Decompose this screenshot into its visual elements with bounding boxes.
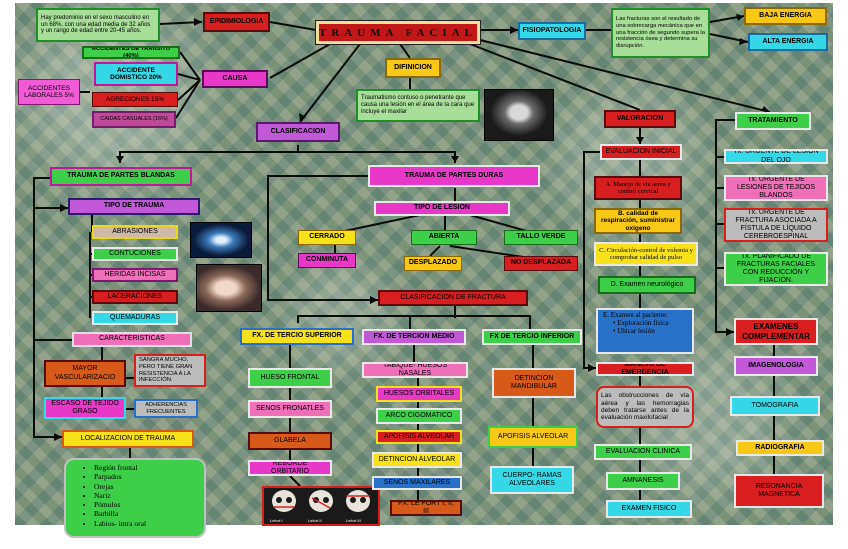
superior-hueso-frontal[interactable]: HUESO FRONTAL [248,368,332,388]
tratamiento-lesion-ojo[interactable]: Tx. URGENTE DE LESIÓN DEL OJO [724,149,828,164]
escaso-tejido-graso-node[interactable]: ESCASO DE TEJIDO GRASO [44,397,126,419]
epidemiologia-description: Hay predominio en el sexo masculino en u… [36,8,160,42]
lesion-cerrado[interactable]: CERRADO [298,230,356,245]
step-a-via-aerea[interactable]: A. Manejo de via aerea y control cervica… [594,176,682,200]
lefort-skulls-figure: Lefort I Lefort II Lefort III [262,486,380,526]
alta-energia-node[interactable]: ALTA ENERGIA [748,33,828,51]
fisiopatologia-description: Las fracturas son el resultado de una so… [611,8,710,58]
zona-pomulos: Pómulos [94,500,204,509]
clinica-anamnesis[interactable]: AMNANESIS [606,472,680,490]
tipo-de-lesion-node[interactable]: TIPO DE LESION [374,201,510,216]
causa-accidentes-laborales[interactable]: ACCIDENTES LABORALES 5% [18,79,80,105]
tipo-contusiones[interactable]: CONTUCIONES [92,247,178,261]
mayor-vascularizacion-node[interactable]: MAYOR VASCULARIZACIO [44,360,126,387]
tipo-abrasiones[interactable]: ABRASIONES [92,225,178,239]
adherencias-node[interactable]: ADHERENCIAS FRECUENTES [134,399,198,418]
clasificacion-node[interactable]: CLASIFICACION [256,122,340,142]
step-e-examen-paciente[interactable]: E. Examen al paciente: • Exploración fís… [596,308,694,354]
examen-radiografia[interactable]: RADIOGRAFIA [736,440,824,456]
definicion-node[interactable]: DIFINICION [385,58,441,78]
zona-orejas: Orejas [94,482,204,491]
superior-senos-frontales[interactable]: SENOS FRONATLES [248,400,332,418]
tipo-heridas-incisas[interactable]: HERIDAS INCISAS [92,268,178,282]
medio-senos-maxilares[interactable]: SENOS MAXILARES [372,476,462,490]
zona-parpados: Parpados [94,472,204,481]
baja-energia-node[interactable]: BAJA ENERGIA [744,7,827,25]
tipo-de-trauma-node[interactable]: TIPO DE TRAUMA [68,198,200,215]
tratamiento-planificado[interactable]: Tx. PLANIFICADO DE FRACTURAS FACIALES CO… [724,252,828,286]
skull-label-lefort-2: Lefort II [308,518,322,523]
manejo-emergencia-node[interactable]: MANEJO DE EMERGENCIA [596,362,694,376]
facial-xray-image [190,222,252,258]
tratamiento-tejidos-blandos[interactable]: Tx. URGENTE DE LESIONES DE TEJIDOS BLAND… [724,175,828,201]
step-d-neurologico[interactable]: D. Examen neurológico [598,276,696,294]
examenes-complementarios-node[interactable]: EXAMENES COMPLEMENTAR [734,318,818,345]
zona-labios: Labios- intra oral [94,519,204,528]
inferior-apofisis-alveolar[interactable]: APOFISIS ALVEOLAR [488,426,578,448]
fisiopatologia-node[interactable]: FISIOPATOLOGIA [518,22,586,40]
medio-huesos-orbitales[interactable]: HUESOS ORBITALES [376,386,462,402]
tipo-quemaduras[interactable]: QUEMADURAS [92,311,178,325]
fx-tercio-medio-node[interactable]: FX. DE TERCION MEDIO [362,329,466,345]
injured-face-photo [484,89,554,141]
medio-le-fort[interactable]: FX. LE FORT I, II, III [390,500,462,516]
zona-barbilla: Barbilla [94,509,204,518]
examen-resonancia-magnetica[interactable]: RESONANCIA MAGNETICA [734,474,824,508]
tratamiento-fistula[interactable]: Tx. URGENTE DE FRACTURA ASOCIADA A FÍSTU… [724,208,828,242]
evaluacion-clinica-node[interactable]: EVALUACION CLINICA [594,444,692,460]
tipo-laceraciones[interactable]: LACERACIONES [92,290,178,304]
fx-tercio-inferior-node[interactable]: FX DE TERCIO INFERIOR [482,329,582,345]
evaluacion-inicial-node[interactable]: EVALUACION INICIAL [600,144,682,160]
skull-label-lefort-1: Lefort I [270,518,283,523]
tratamiento-node[interactable]: TRATAMIENTO [735,112,811,130]
inferior-detincion-mandibular[interactable]: DETINCION MANDIBULAR [492,368,576,398]
lesion-no-desplazada[interactable]: NO DESPLAZADA [504,256,578,271]
inferior-cuerpo-ramas[interactable]: CUERPO- RAMAS ALVEOLARES [490,466,574,494]
localizacion-trauma-node[interactable]: LOCALIZACION DE TRAUMA [62,430,194,448]
step-c-circulacion[interactable]: C. Circulación-control de volemia y comp… [594,242,698,266]
superior-glabela[interactable]: GLABELA [248,432,332,450]
manejo-emergencia-description: Las obstrucciones de vía aérea y las hem… [596,386,694,428]
causa-accidente-domestico[interactable]: ACCIDENTE DOMISTICO 20% [94,62,178,86]
causa-caidas-casuales[interactable]: CAIDAS CASUALES (16%) [92,111,176,128]
medio-tabique-nasales[interactable]: TABIQUE- HUESOS NASALES [362,362,468,378]
medio-apofisis-alveolar[interactable]: APOFISIS ALVEOLAR [376,430,462,444]
lesion-tallo-verde[interactable]: TALLO VERDE [504,230,578,245]
causa-agresiones[interactable]: AGRECIONES 15% [92,92,178,107]
step-e-label: E. Examen al paciente: [603,311,668,319]
causa-accidentes-transito[interactable]: ACCIDENTES DE TRANSITO (40%) [82,46,180,59]
vascularizacion-description: SANGRA MUCHO, PERO TIENE GRAN RESISTENCI… [134,354,206,387]
definicion-description: Traumatismo contuso o penetrante que cau… [356,89,480,122]
skull-label-lefort-3: Lefort III [346,518,361,523]
lesion-abierta[interactable]: ABIERTA [411,230,477,245]
zona-region-frontal: Región frontal [94,463,204,472]
caracteristicas-node[interactable]: CARACTERISTICAS [72,332,192,347]
superior-reborde-orbitario[interactable]: REBORDE ORBITARIO [248,460,332,476]
page-title: TRAUMA FACIAL [315,20,481,45]
zona-nariz: Nariz [94,491,204,500]
lesion-desplazado[interactable]: DESPLAZADO [404,256,462,271]
valoracion-node[interactable]: VALORACION [604,110,676,128]
medio-detincion-alveolar[interactable]: DETINCION ALVEOLAR [372,452,462,468]
causa-node[interactable]: CAUSA [202,70,268,88]
skulls-drawing [272,490,370,512]
epidemiologia-node[interactable]: EPIDIMIOLOGIA [203,12,270,32]
lesion-conminuta[interactable]: CONMINUTA [298,253,356,268]
step-e-item-1: • Exploración física [613,319,669,328]
clasificacion-fractura-node[interactable]: CLASIFICACION DE FRACTURA [378,290,528,306]
fx-tercio-superior-node[interactable]: FX. DE TERCIO SUPERIOR [240,328,354,345]
localizacion-list: Región frontal Parpados Orejas Nariz Póm… [64,458,206,538]
examen-tomografia[interactable]: TOMOGRAFIA [730,396,820,416]
step-e-item-2: • Ubicar lesión [613,327,655,336]
examen-imagenologia[interactable]: IMAGENOLOGIA [734,356,818,376]
medio-arco-cigomatico[interactable]: ARCO CIGOMATICO [376,408,462,424]
step-b-respiracion[interactable]: B. calidad de respiración, suministrar o… [594,208,682,234]
clinica-examen-fisico[interactable]: EXAMEN FISICO [606,500,692,518]
trauma-partes-duras-node[interactable]: TRAUMA DE PARTES DURAS [368,165,540,187]
facial-injury-illustration [196,264,262,312]
trauma-partes-blandas-node[interactable]: TRAUMA DE PARTES BLANDAS [50,167,192,186]
